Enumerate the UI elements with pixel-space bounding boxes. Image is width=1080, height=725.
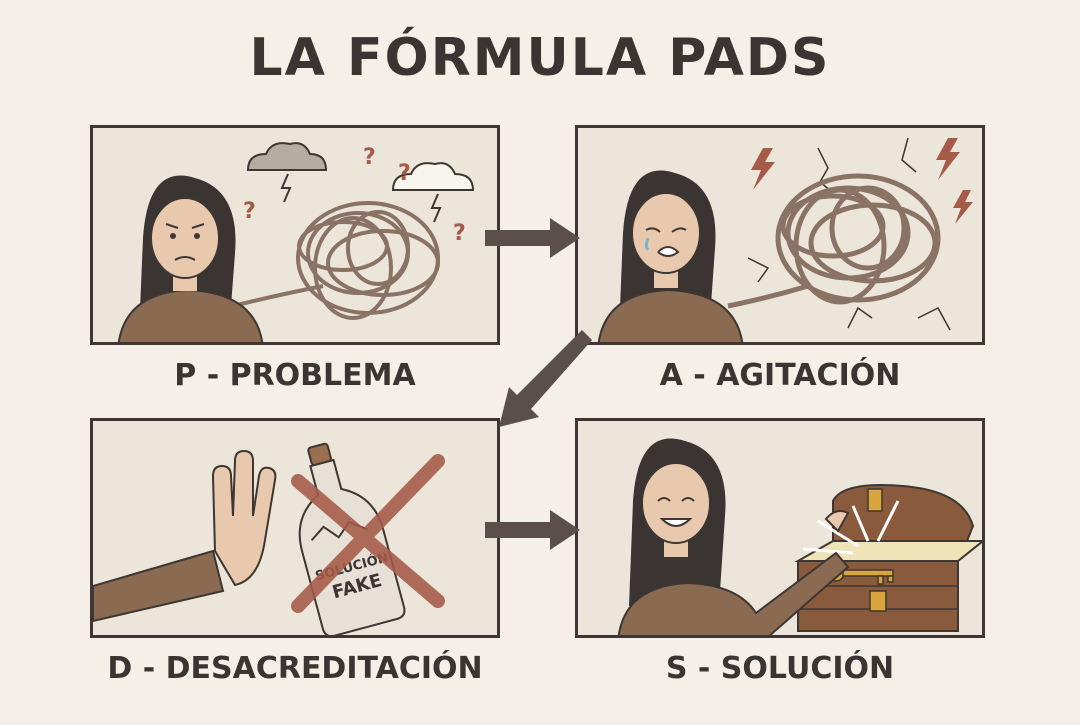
woman-distressed-figure [597,170,744,342]
shine-rays-icon [802,500,900,555]
storm-cloud-icon [246,142,328,171]
svg-text:?: ? [453,221,466,246]
step-label-problema: P - PROBLEMA [174,358,416,393]
panel-solucion [575,418,985,638]
step-label-agitacion: A - AGITACIÓN [659,358,901,393]
cross-out-icon [291,454,445,613]
panel-problema: ? ? ? ? [90,125,500,345]
arrow-diagonal-icon [499,330,592,427]
question-mark-icon: ? ? ? ? [243,145,466,246]
woman-happy-figure [617,438,850,635]
lightning-bolt-icon [751,138,973,224]
panel-agitacion [575,125,985,345]
svg-text:?: ? [398,161,411,186]
step-label-solucion: S - SOLUCIÓN [665,651,895,686]
tangled-rope-icon [232,201,440,320]
arrow-right-icon [485,218,580,258]
svg-text:?: ? [243,199,256,224]
step-label-desacreditacion: D - DESACREDITACIÓN [107,651,483,686]
storm-cloud-icon [391,162,475,191]
panel-desacreditacion: SOLUCIÓN FAKE [90,418,500,638]
stop-hand-icon [93,449,277,623]
diagram-title: LA FÓRMULA PADS [249,28,831,88]
tangled-rope-icon [727,173,941,309]
svg-text:?: ? [363,145,376,170]
woman-worried-figure [117,175,264,342]
arrow-right-icon [485,510,580,550]
